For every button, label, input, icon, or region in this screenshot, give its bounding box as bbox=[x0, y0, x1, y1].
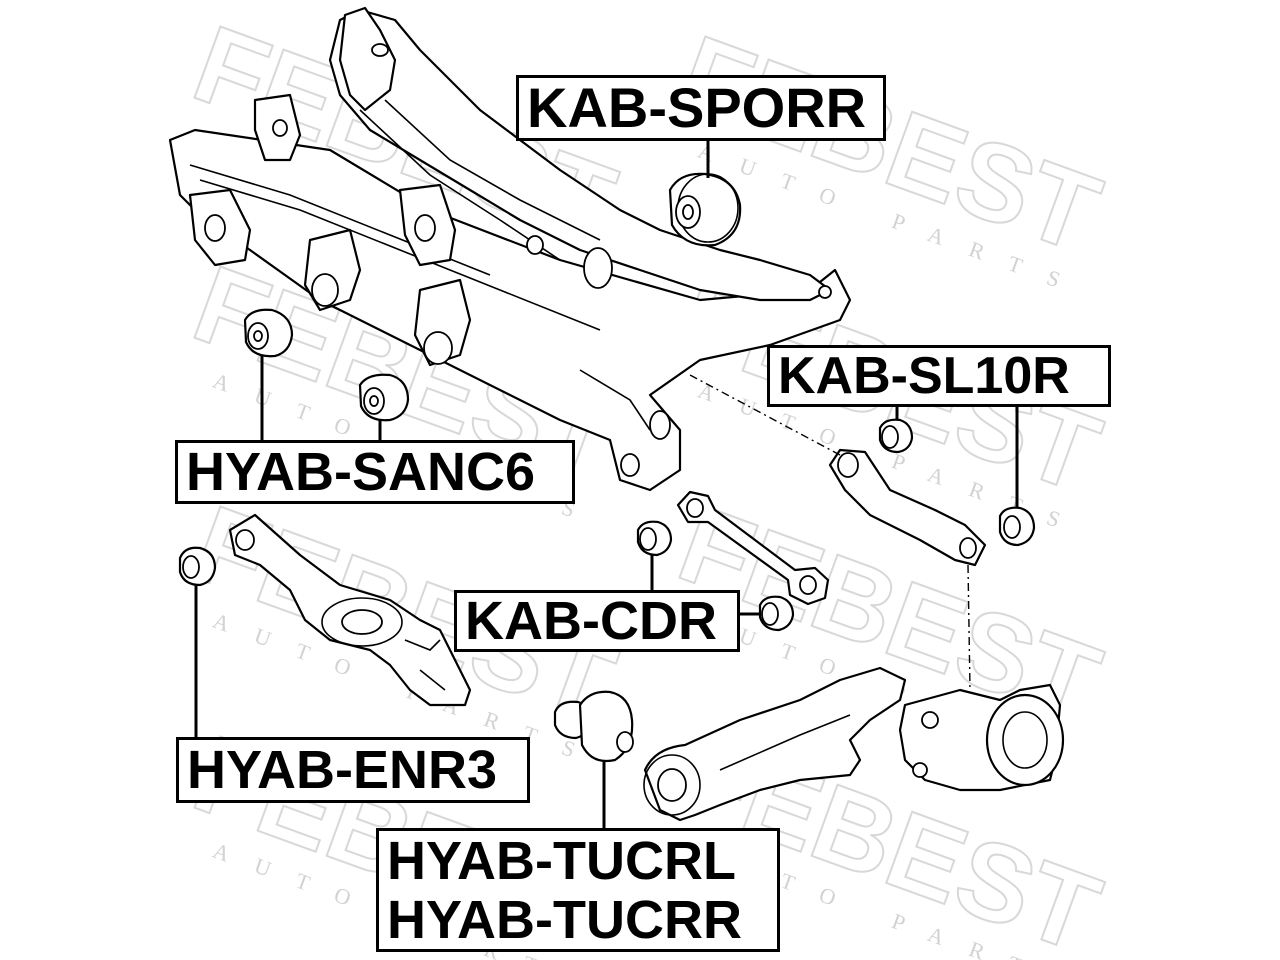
label-hyab-tucrl-text: HYAB-TUCRL bbox=[387, 830, 736, 891]
rear-subframe bbox=[168, 6, 852, 492]
label-kab-cdr-text: KAB-CDR bbox=[465, 591, 717, 651]
label-kab-sl10r: KAB-SL10R bbox=[767, 345, 1111, 407]
label-kab-cdr: KAB-CDR bbox=[454, 590, 740, 652]
label-hyab-tucr: HYAB-TUCRL HYAB-TUCRR bbox=[376, 828, 780, 952]
kab-sporr-bushing bbox=[668, 172, 742, 247]
label-hyab-sanc6-text: HYAB-SANC6 bbox=[186, 442, 536, 502]
label-hyab-enr3-text: HYAB-ENR3 bbox=[187, 740, 498, 800]
kab-cdr-parts bbox=[636, 490, 830, 632]
label-kab-sporr: KAB-SPORR bbox=[516, 75, 886, 141]
leader-lines bbox=[194, 141, 1019, 828]
hyab-tucr-parts bbox=[553, 564, 1065, 822]
watermark-brand-2: FEBEST bbox=[664, 12, 1114, 276]
label-hyab-enr3: HYAB-ENR3 bbox=[176, 737, 530, 803]
label-kab-sl10r-text: KAB-SL10R bbox=[778, 347, 1070, 405]
label-hyab-sanc6: HYAB-SANC6 bbox=[175, 440, 575, 504]
hyab-enr3-parts bbox=[178, 513, 472, 707]
label-kab-sporr-text: KAB-SPORR bbox=[527, 76, 867, 139]
label-hyab-tucrr-text: HYAB-TUCRR bbox=[387, 889, 743, 950]
kab-sl10r-parts bbox=[689, 374, 1036, 567]
hyab-sanc6-bushings bbox=[243, 308, 410, 422]
